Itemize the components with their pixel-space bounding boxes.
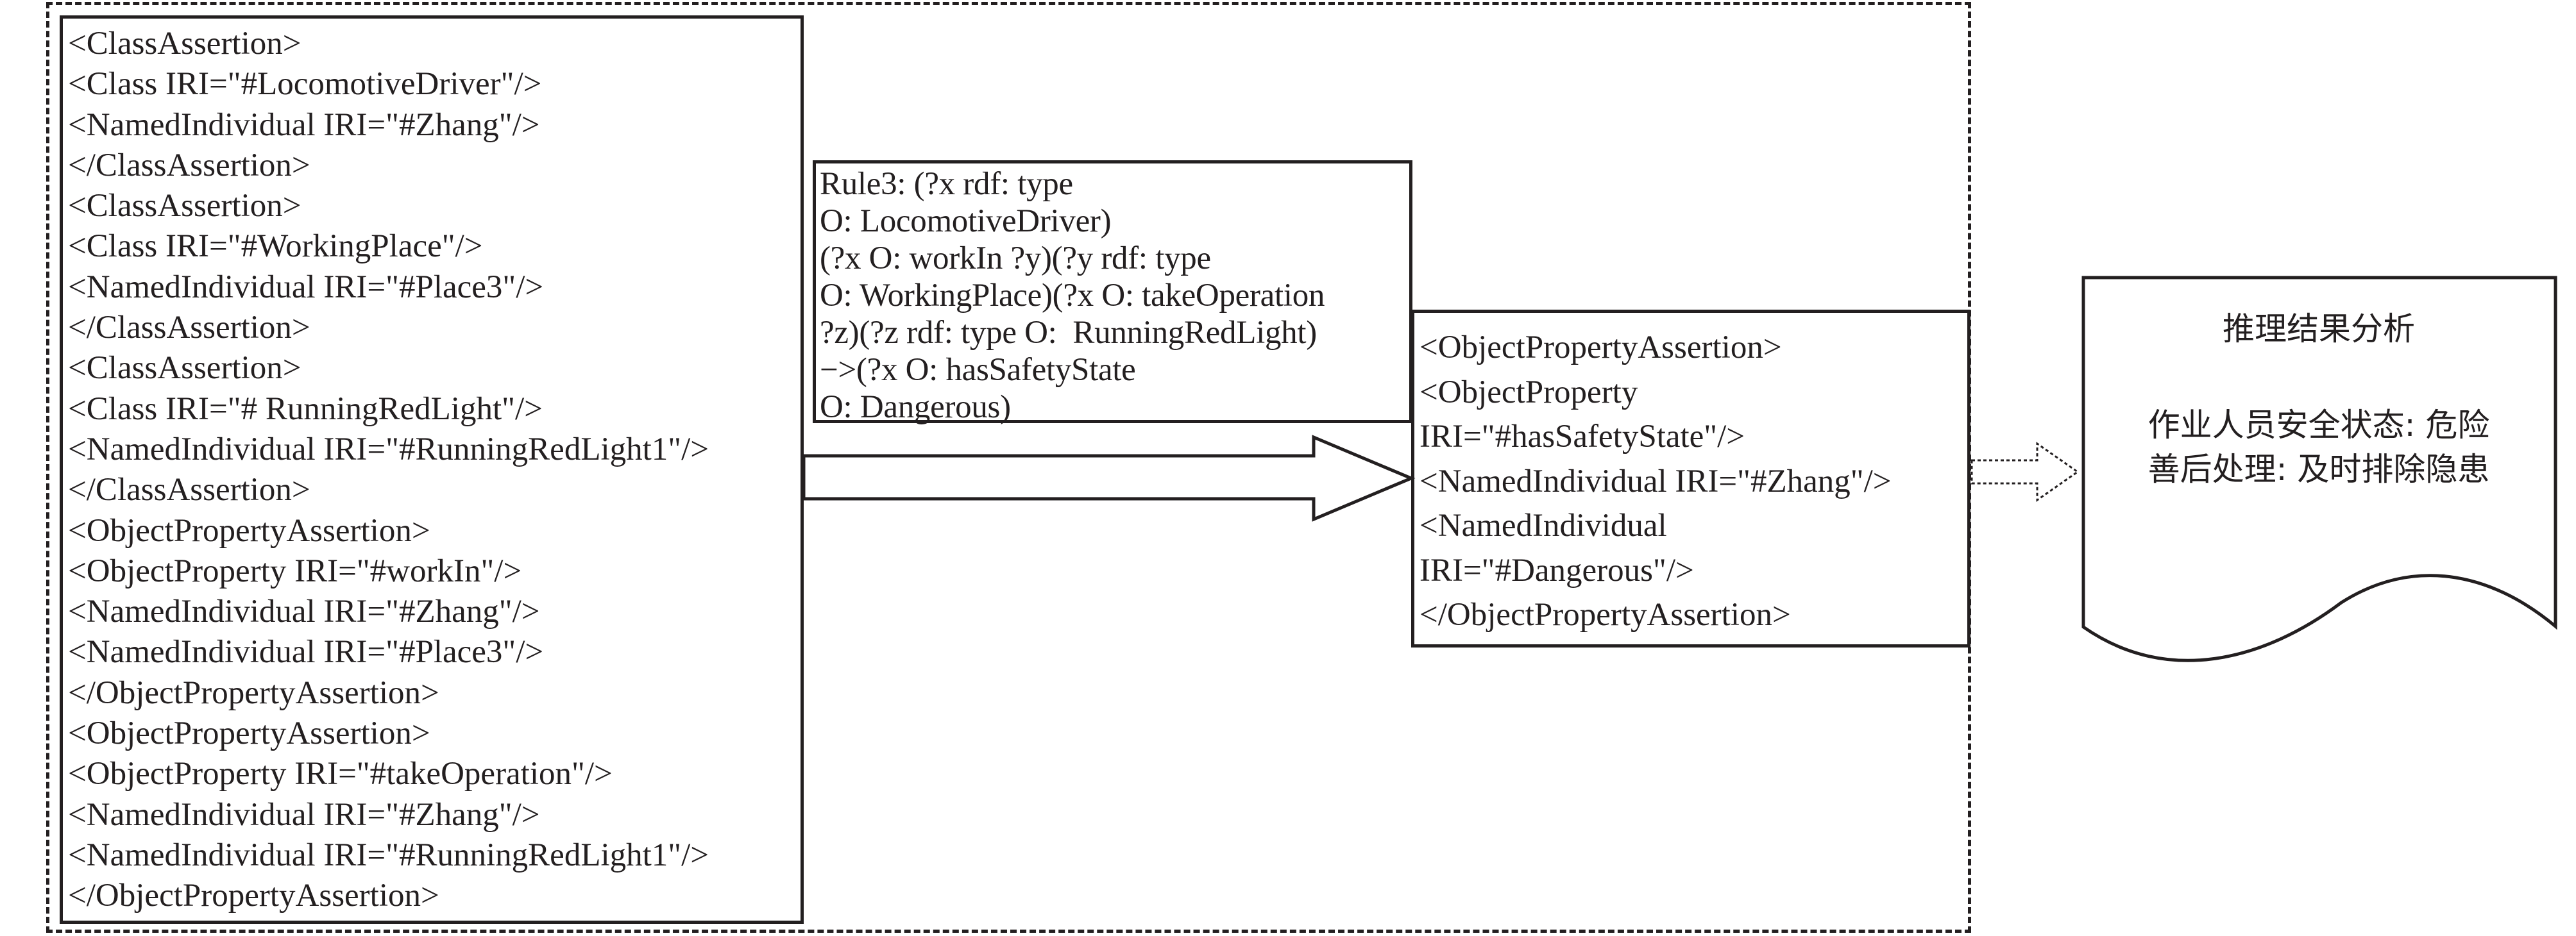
owl-facts-box: <ClassAssertion> <Class IRI="#Locomotive… xyxy=(60,15,804,924)
analysis-document xyxy=(2081,276,2557,662)
rule-line: O: LocomotiveDriver) xyxy=(820,203,1112,239)
owl-line: <NamedIndividual IRI="#Zhang"/> xyxy=(68,594,540,630)
owl-line: <NamedIndividual IRI="#Zhang"/> xyxy=(68,796,540,833)
analysis-title: 推理结果分析 xyxy=(2223,310,2415,347)
rule-line: −>(?x O: hasSafetyState xyxy=(820,352,1136,388)
inference-arrow xyxy=(802,435,1416,522)
inferred-line: <NamedIndividual xyxy=(1419,508,1667,544)
owl-line: <ObjectPropertyAssertion> xyxy=(68,512,430,549)
owl-line: <ObjectProperty IRI="#takeOperation"/> xyxy=(68,756,613,792)
rule-line: O: WorkingPlace)(?x O: takeOperation xyxy=(820,278,1325,313)
inferred-line: <ObjectProperty xyxy=(1419,374,1638,410)
owl-line: <Class IRI="# RunningRedLight"/> xyxy=(68,390,543,427)
analysis-aftercare: 善后处理: 及时排除隐患 xyxy=(2148,451,2490,488)
rule-line: ?z)(?z rdf: type O: RunningRedLight) xyxy=(820,315,1317,351)
owl-line: </ObjectPropertyAssertion> xyxy=(68,878,439,914)
owl-line: </ClassAssertion> xyxy=(68,147,310,183)
inferred-line: <NamedIndividual IRI="#Zhang"/> xyxy=(1419,463,1892,499)
owl-line: <ClassAssertion> xyxy=(68,350,301,387)
inferred-line: <ObjectPropertyAssertion> xyxy=(1419,330,1782,365)
owl-line: <ClassAssertion> xyxy=(68,26,301,62)
owl-line: <ObjectProperty IRI="#workIn"/> xyxy=(68,553,522,589)
owl-line: <Class IRI="#WorkingPlace"/> xyxy=(68,228,483,265)
analysis-safety-state: 作业人员安全状态: 危险 xyxy=(2148,406,2490,444)
owl-line: <NamedIndividual IRI="#RunningRedLight1"… xyxy=(68,837,709,873)
owl-line: <NamedIndividual IRI="#Place3"/> xyxy=(68,634,544,671)
rule-line: O: Dangerous) xyxy=(820,389,1011,425)
owl-line: <NamedIndividual IRI="#RunningRedLight1"… xyxy=(68,431,709,467)
rule-box: Rule3: (?x rdf: type O: LocomotiveDriver… xyxy=(813,160,1412,425)
inferred-result-box: <ObjectPropertyAssertion> <ObjectPropert… xyxy=(1411,310,1970,648)
inferred-line: IRI="#hasSafetyState"/> xyxy=(1419,419,1745,455)
inferred-line: IRI="#Dangerous"/> xyxy=(1419,552,1694,589)
rule-line: (?x O: workIn ?y)(?y rdf: type xyxy=(820,240,1211,276)
owl-line: </ClassAssertion> xyxy=(68,310,310,346)
output-dotted-arrow xyxy=(1970,442,2080,502)
rule-line: Rule3: (?x rdf: type xyxy=(820,166,1073,202)
owl-line: <NamedIndividual IRI="#Place3"/> xyxy=(68,269,544,305)
inferred-line: </ObjectPropertyAssertion> xyxy=(1419,597,1791,633)
owl-line: <ObjectPropertyAssertion> xyxy=(68,715,430,752)
owl-line: <ClassAssertion> xyxy=(68,188,301,224)
owl-line: <NamedIndividual IRI="#Zhang"/> xyxy=(68,106,540,143)
owl-line: </ClassAssertion> xyxy=(68,472,310,508)
owl-line: <Class IRI="#LocomotiveDriver"/> xyxy=(68,66,542,103)
owl-line: </ObjectPropertyAssertion> xyxy=(68,674,439,711)
